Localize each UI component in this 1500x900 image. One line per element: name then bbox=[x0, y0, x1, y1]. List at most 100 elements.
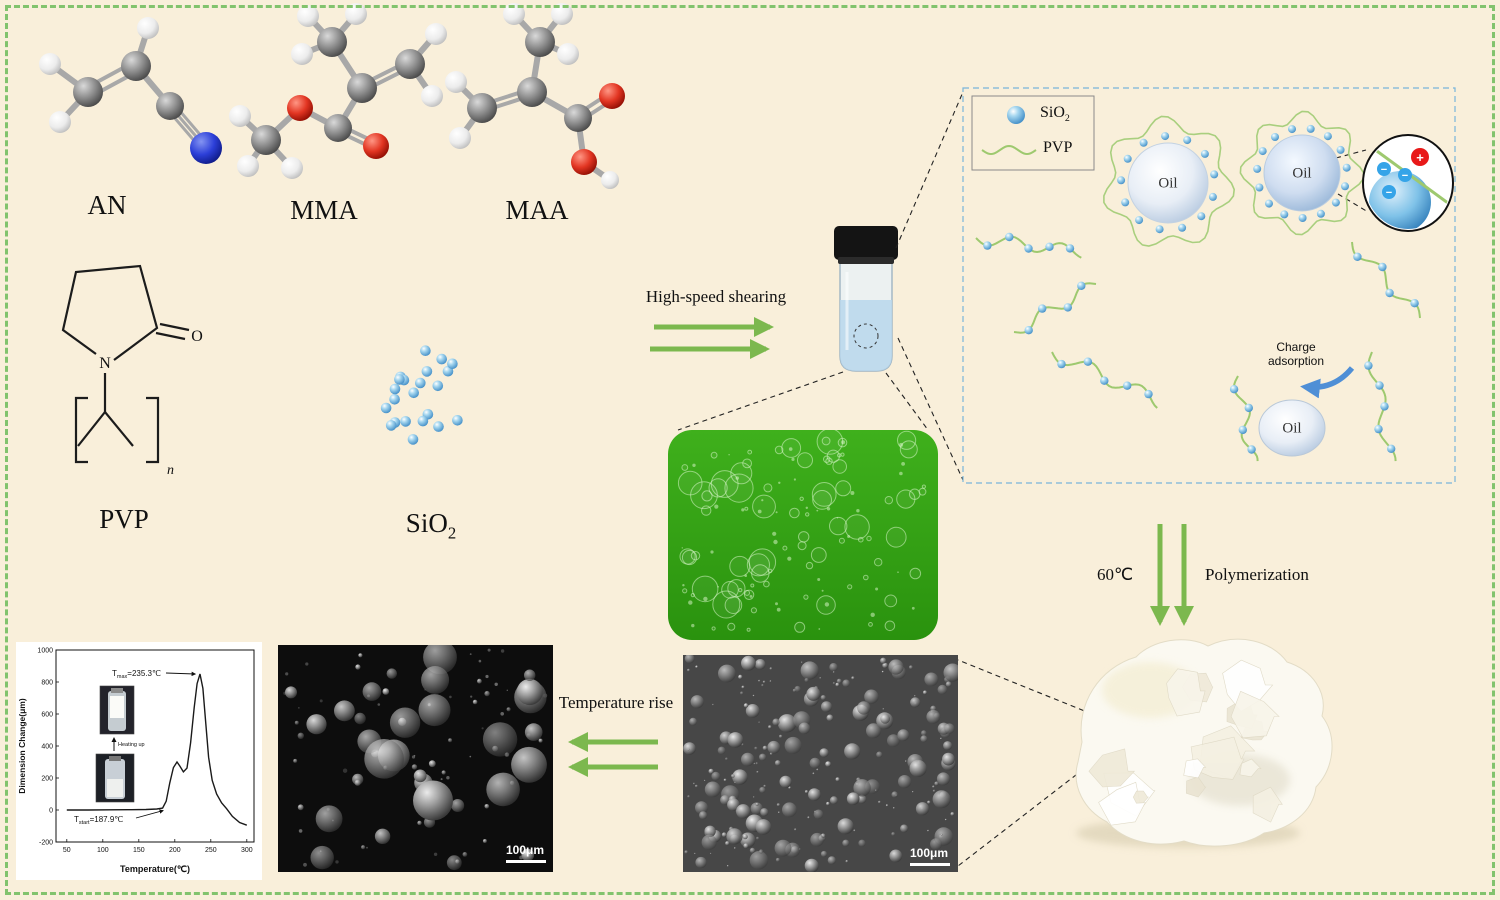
sio2-dot bbox=[407, 434, 419, 445]
emulsion-droplet bbox=[729, 555, 751, 577]
microsphere bbox=[829, 663, 838, 672]
pvp-repeat-index: n bbox=[167, 463, 174, 478]
sio2-dot bbox=[1258, 147, 1267, 156]
debris bbox=[433, 852, 438, 856]
emulsion-photo bbox=[668, 430, 938, 640]
emulsion-droplet bbox=[787, 556, 792, 561]
emulsion-droplet bbox=[824, 602, 830, 607]
microsphere bbox=[758, 679, 761, 682]
legend-sio2-base: SiO bbox=[1040, 104, 1065, 121]
debris bbox=[485, 674, 489, 679]
emulsion-droplet bbox=[797, 452, 813, 469]
emulsion-droplet bbox=[738, 588, 743, 593]
microsphere bbox=[940, 737, 942, 740]
microsphere bbox=[755, 659, 766, 670]
sio2-dot bbox=[1161, 132, 1170, 141]
microsphere bbox=[417, 820, 422, 826]
microsphere bbox=[912, 791, 914, 793]
polymerization-arrows bbox=[1150, 524, 1194, 626]
sem-left-particles bbox=[283, 645, 548, 871]
sio2-dot bbox=[1244, 403, 1254, 413]
emulsion-droplet bbox=[763, 483, 773, 493]
sem-left-scale-bar bbox=[506, 860, 546, 863]
y-tick-label: 1000 bbox=[37, 648, 53, 655]
microsphere bbox=[750, 802, 763, 815]
microsphere bbox=[717, 746, 726, 755]
microsphere bbox=[690, 695, 704, 709]
molecule-maa bbox=[445, 3, 625, 189]
emulsion-droplet bbox=[677, 470, 703, 496]
microsphere bbox=[882, 708, 885, 710]
microsphere bbox=[484, 804, 490, 809]
microsphere bbox=[775, 857, 780, 862]
microsphere bbox=[354, 779, 361, 786]
microsphere bbox=[721, 832, 727, 838]
microsphere bbox=[801, 661, 803, 664]
microsphere bbox=[755, 819, 772, 835]
emulsion-droplet bbox=[750, 607, 758, 614]
microsphere bbox=[909, 665, 913, 670]
emulsion-droplet bbox=[741, 508, 745, 512]
powder-fragment bbox=[1183, 758, 1207, 779]
sio2-dot bbox=[400, 416, 411, 427]
microsphere bbox=[701, 834, 717, 850]
microsphere bbox=[829, 796, 838, 805]
sio2-dot bbox=[1139, 138, 1148, 147]
emulsion-droplet bbox=[884, 496, 893, 505]
emulsion-droplet bbox=[799, 496, 804, 501]
microsphere bbox=[374, 828, 391, 844]
microsphere bbox=[297, 804, 304, 811]
positive-charge-badge bbox=[1411, 148, 1429, 166]
microsphere bbox=[921, 730, 927, 736]
microsphere bbox=[753, 796, 755, 798]
oil-droplet-2 bbox=[1263, 134, 1341, 212]
microsphere bbox=[891, 791, 898, 798]
microsphere bbox=[880, 657, 887, 664]
microsphere bbox=[712, 703, 714, 706]
microsphere bbox=[794, 828, 797, 831]
mechanism-inset: + − − − bbox=[962, 87, 1456, 484]
microsphere bbox=[882, 662, 888, 669]
powder-fragment bbox=[1088, 748, 1136, 788]
sio2-dot bbox=[1378, 262, 1387, 272]
emulsion-droplet bbox=[778, 481, 781, 484]
microsphere bbox=[821, 701, 832, 713]
emulsion-droplet bbox=[773, 539, 778, 545]
sio2-dot bbox=[1316, 209, 1325, 218]
microsphere bbox=[413, 769, 427, 783]
emulsion-droplet bbox=[688, 600, 693, 605]
emulsion-droplet bbox=[818, 628, 821, 630]
microsphere bbox=[819, 677, 822, 679]
emulsion-droplet bbox=[752, 494, 776, 519]
temperature-label: 60℃ bbox=[1097, 565, 1134, 584]
molecule-an bbox=[39, 17, 222, 164]
microsphere bbox=[889, 849, 903, 863]
sio2-dot bbox=[1385, 288, 1394, 298]
microsphere bbox=[881, 670, 884, 673]
powder-fragment bbox=[1185, 776, 1207, 798]
debris bbox=[298, 707, 300, 709]
debris bbox=[469, 755, 472, 758]
sio2-dot bbox=[1238, 425, 1248, 435]
microsphere bbox=[749, 851, 769, 870]
debris bbox=[377, 703, 381, 706]
emulsion-droplet bbox=[884, 594, 898, 608]
microsphere bbox=[754, 746, 758, 750]
sem-image-center bbox=[683, 655, 958, 872]
microsphere bbox=[920, 735, 928, 743]
microsphere bbox=[942, 752, 955, 766]
sio2-dot bbox=[417, 415, 429, 427]
microsphere bbox=[826, 714, 834, 722]
sio2-dot bbox=[1380, 402, 1389, 411]
emulsion-droplet bbox=[681, 464, 689, 471]
emulsion-droplet bbox=[847, 584, 853, 590]
sio2-dot bbox=[1065, 244, 1075, 253]
microsphere bbox=[441, 770, 446, 775]
microsphere bbox=[723, 778, 727, 782]
emulsion-droplet bbox=[840, 452, 845, 457]
microsphere bbox=[909, 759, 927, 778]
emulsion-droplet bbox=[858, 536, 864, 543]
microsphere bbox=[782, 802, 797, 818]
sio2-dot bbox=[1253, 164, 1262, 173]
